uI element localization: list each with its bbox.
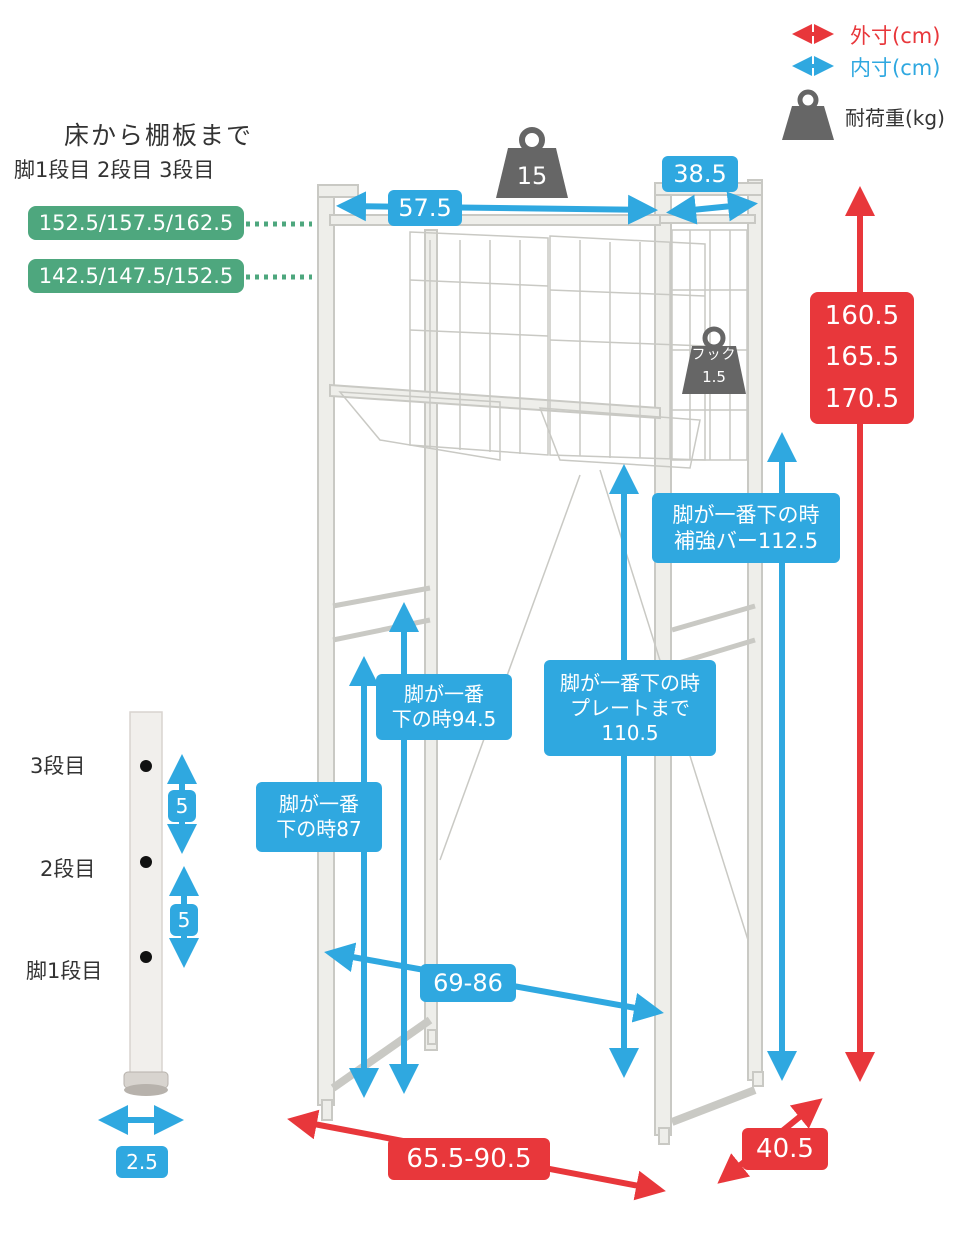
inner-span-label: 69-86 [420,964,516,1002]
top-load-weight-icon [496,127,568,198]
clear-87-label: 脚が一番 下の時87 [256,782,382,852]
bar-height-label: 脚が一番下の時 補強バー112.5 [652,493,840,563]
leg-gap-a-label: 5 [168,790,196,822]
top-load-value: 15 [516,162,548,190]
shelf-height-lower: 142.5/147.5/152.5 [28,259,244,293]
bar-height-line2: 補強バー112.5 [673,529,819,553]
leg-step1-label: 脚1段目 [26,959,103,983]
hook-weight-icon [682,326,746,394]
hole-step2 [140,856,152,868]
hook-load-value: 1.5 [702,368,726,386]
inner-width-label: 57.5 [388,190,462,226]
plate-height-line2: プレートまで [570,695,690,720]
total-height-label: 160.5 165.5 170.5 [810,292,914,424]
plate-height-label: 脚が一番下の時 プレートまで 110.5 [544,660,716,756]
shelf-height-columns: 脚1段目 2段目 3段目 [14,158,215,182]
clear-94-label: 脚が一番 下の時94.5 [376,674,512,740]
legend-outer-label: 外寸(cm) [850,24,941,48]
leg-step3-label: 3段目 [30,754,86,778]
hole-step1 [140,951,152,963]
total-height-2: 165.5 [824,342,900,373]
hook-label: フック [691,347,737,363]
shelf-height-upper: 152.5/157.5/162.5 [28,206,244,240]
bar-height-line1: 脚が一番下の時 [672,502,820,527]
leg-diameter-label: 2.5 [116,1146,168,1178]
plate-height-line3: 110.5 [601,720,659,745]
outer-width-label: 65.5-90.5 [388,1138,550,1180]
clear-94-line1: 脚が一番 [404,682,484,706]
total-height-3: 170.5 [824,383,900,414]
outer-depth-label: 40.5 [742,1128,828,1170]
hole-step3 [140,760,152,772]
weight-icon [782,89,834,140]
plate-height-line1: 脚が一番下の時 [560,670,700,695]
leg-gap-b-label: 5 [170,904,198,936]
shelf-height-title: 床から棚板まで [64,121,254,150]
legend-load-label: 耐荷重(kg) [845,106,945,130]
leg-step2-label: 2段目 [40,857,96,881]
legend-inner-label: 内寸(cm) [850,56,941,80]
clear-87-line2: 下の時87 [276,817,362,841]
inner-depth-label: 38.5 [662,156,738,192]
clear-94-line2: 下の時94.5 [391,707,497,731]
total-height-1: 160.5 [824,300,900,331]
arrow-inner-depth [666,191,758,225]
leg-detail [123,711,169,1096]
clear-87-line1: 脚が一番 [279,792,359,816]
shelf-height-leaders [246,221,312,280]
